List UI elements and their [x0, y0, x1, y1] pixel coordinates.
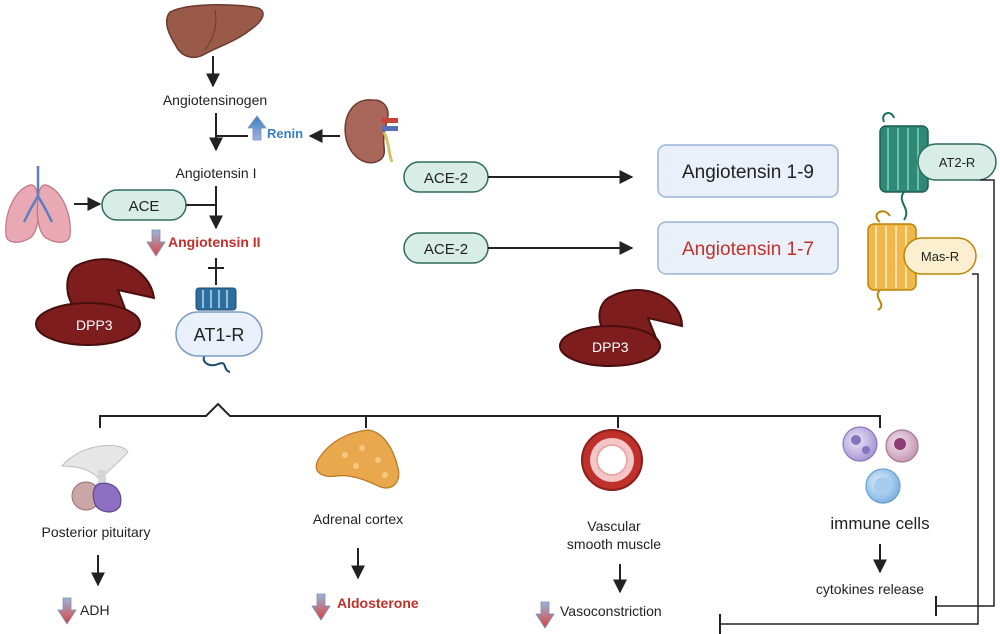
lungs-icon	[5, 166, 71, 243]
masr-inhibit-line	[720, 273, 979, 625]
ace2-bottom-label: ACE-2	[424, 241, 468, 258]
adrenal-icon	[315, 429, 400, 489]
cytokines-label: cytokines release	[816, 581, 924, 597]
pituitary-label: Posterior pituitary	[42, 524, 151, 540]
aldosterone-label: Aldosterone	[337, 595, 419, 611]
angiotensinogen-label: Angiotensinogen	[163, 92, 267, 108]
angiotensin-1-label: Angiotensin I	[176, 165, 257, 181]
immune-cells-icon	[842, 426, 919, 504]
pituitary-icon	[60, 444, 129, 513]
at2r-inhibit-line	[936, 179, 995, 607]
renin-label: Renin	[267, 126, 303, 141]
down-arrow-icon	[57, 597, 77, 625]
ang17-label: Angiotensin 1-7	[682, 239, 814, 260]
at2r-label: AT2-R	[939, 155, 976, 170]
down-arrow-icon	[535, 601, 555, 629]
ace-label: ACE	[129, 198, 160, 215]
down-arrow-icon	[146, 229, 166, 257]
immune-label: immune cells	[830, 514, 929, 533]
dpp3-mid-label: DPP3	[592, 339, 629, 355]
ang17-box	[657, 221, 839, 275]
down-arrow-icon	[311, 593, 331, 621]
ang19-label: Angiotensin 1-9	[682, 162, 814, 183]
dpp3-left-icon	[35, 258, 156, 346]
dpp3-mid-icon	[559, 289, 684, 367]
adh-label: ADH	[80, 602, 110, 618]
ang19-box	[657, 144, 839, 198]
masr-pill	[903, 237, 977, 275]
at1r-label: AT1-R	[194, 325, 245, 345]
vsm-label-line2: smooth muscle	[567, 536, 661, 552]
angiotensin-2-label: Angiotensin II	[168, 234, 261, 250]
at1r-bracket	[99, 402, 881, 428]
at2r-pill	[917, 143, 997, 181]
dpp3-left-label: DPP3	[76, 317, 113, 333]
vasoconstriction-label: Vasoconstriction	[560, 603, 662, 619]
at2r-receptor-icon	[879, 112, 929, 221]
adrenal-label: Adrenal cortex	[313, 511, 403, 527]
at1r-pill	[175, 311, 263, 357]
masr-label: Mas-R	[921, 249, 959, 264]
vessel-icon	[581, 429, 643, 491]
up-arrow-icon	[247, 115, 267, 141]
vsm-label-line1: Vascular	[587, 518, 641, 534]
liver-icon	[165, 4, 264, 59]
at1r-receptor-icon	[195, 258, 237, 373]
kidney-icon	[344, 99, 398, 164]
ace2-top-label: ACE-2	[424, 170, 468, 187]
